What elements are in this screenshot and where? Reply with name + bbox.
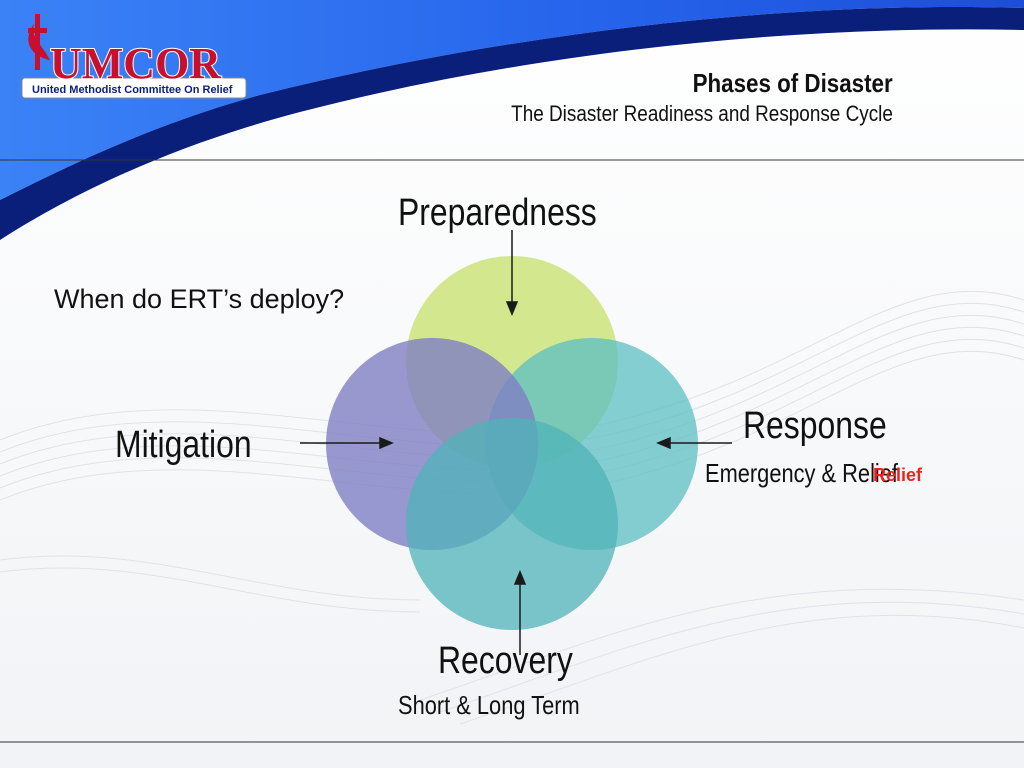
response-label: Response bbox=[743, 405, 887, 447]
recovery-circle bbox=[406, 418, 618, 630]
preparedness-label: Preparedness bbox=[398, 192, 597, 234]
slide-title: Phases of Disaster bbox=[692, 68, 893, 98]
preparedness-arrow bbox=[505, 230, 519, 316]
umcor-logo: UMCOR United Methodist Committee On Reli… bbox=[21, 14, 247, 99]
header-banner bbox=[0, 0, 1024, 200]
mitigation-label: Mitigation bbox=[115, 424, 252, 466]
response-sublabel: Emergency & Relief bbox=[705, 458, 899, 488]
relief-overlay-text: Relief bbox=[873, 465, 923, 485]
slide-subtitle: The Disaster Readiness and Response Cycl… bbox=[511, 101, 893, 126]
logo-text: UMCOR bbox=[50, 39, 222, 88]
logo-subtitle: United Methodist Committee On Relief bbox=[32, 84, 233, 96]
header-banner-dark-swoosh bbox=[0, 6, 1024, 240]
question-text: When do ERT’s deploy? bbox=[54, 284, 345, 314]
phase-cycle-diagram bbox=[300, 230, 732, 655]
cross-flame-icon bbox=[28, 14, 50, 70]
response-arrow bbox=[656, 436, 732, 450]
recovery-label: Recovery bbox=[438, 640, 573, 682]
logo-subtitle-plate bbox=[21, 77, 247, 99]
recovery-arrow bbox=[513, 570, 527, 655]
recovery-sublabel: Short & Long Term bbox=[398, 690, 580, 720]
mitigation-arrow bbox=[300, 436, 394, 450]
